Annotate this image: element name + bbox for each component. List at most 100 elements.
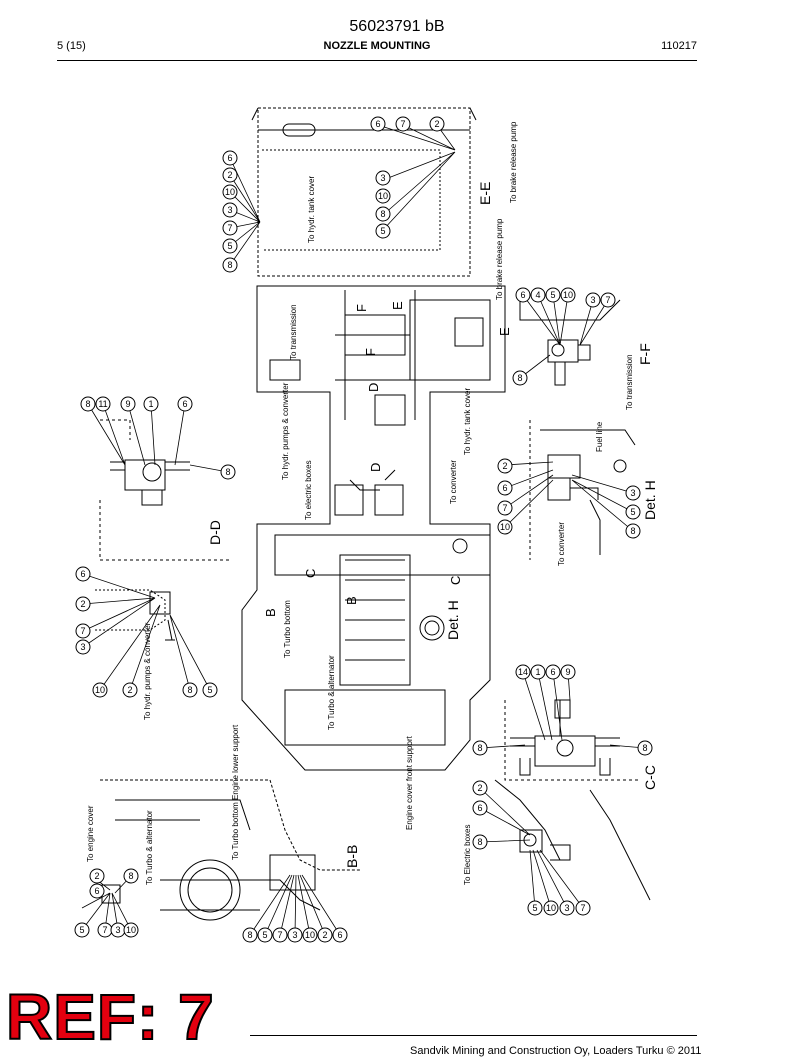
balloon: 7 <box>227 223 232 233</box>
balloon: 1 <box>148 399 153 409</box>
annotation-label: To Turbo & alternator <box>145 810 154 885</box>
balloon: 2 <box>80 599 85 609</box>
balloon: 2 <box>477 783 482 793</box>
balloon: 5 <box>630 507 635 517</box>
balloon: 5 <box>380 226 385 236</box>
balloon: 3 <box>292 930 297 940</box>
balloon: 5 <box>79 925 84 935</box>
balloon: 3 <box>590 295 595 305</box>
balloon: 6 <box>94 886 99 896</box>
balloon: 8 <box>477 837 482 847</box>
annotation-label: To Turbo bottom <box>283 600 292 658</box>
section-mark: C <box>303 569 318 578</box>
view-title: Det. H <box>642 480 658 520</box>
view-title: E-E <box>477 182 493 205</box>
balloon: 6 <box>227 153 232 163</box>
balloon-group-dd: 8 11 9 1 6 8 <box>80 396 236 480</box>
balloon: 8 <box>380 209 385 219</box>
balloon: 2 <box>502 461 507 471</box>
ee-tank-outline <box>257 107 471 277</box>
balloon: 5 <box>532 903 537 913</box>
balloon-group-ff: 6 4 5 10 3 7 8 <box>512 287 616 386</box>
view-title: F-F <box>637 343 653 365</box>
page-number: 5 (15) <box>57 40 86 52</box>
balloon: 3 <box>115 925 120 935</box>
balloon-group-efs: 2 6 8 5 10 3 7 <box>472 780 591 916</box>
balloon: 9 <box>125 399 130 409</box>
balloon: 6 <box>80 569 85 579</box>
balloon: 10 <box>305 930 315 940</box>
balloon: 5 <box>227 241 232 251</box>
turbo-circle <box>179 859 241 921</box>
balloon: 10 <box>500 522 510 532</box>
balloon: 5 <box>550 290 555 300</box>
balloon: 7 <box>502 503 507 513</box>
section-mark: D <box>366 383 381 392</box>
section-mark: E <box>390 301 405 310</box>
balloon-group-ee: 6 7 2 3 10 8 5 <box>370 116 445 239</box>
balloon: 10 <box>225 187 235 197</box>
balloon: 7 <box>580 903 585 913</box>
section-mark: F <box>354 304 369 312</box>
balloon: 8 <box>517 373 522 383</box>
balloon: 6 <box>502 483 507 493</box>
balloon: 7 <box>400 119 405 129</box>
annotation-label: To transmission <box>289 304 298 360</box>
view-title: B-B <box>344 845 360 868</box>
balloon: 8 <box>642 743 647 753</box>
annotation-label: To converter <box>449 460 458 504</box>
annotation-label: To transmission <box>625 354 634 410</box>
balloon: 8 <box>630 526 635 536</box>
balloon: 11 <box>98 399 107 409</box>
balloon-group-tank: 8 5 7 3 10 2 6 <box>222 150 238 273</box>
balloon-group-left: 6 2 7 3 10 2 8 5 <box>75 566 218 698</box>
annotation-label: To engine cover <box>86 805 95 862</box>
balloon-group-deth: 2 6 7 10 3 5 8 <box>497 458 641 539</box>
annotation-label: To electric boxes <box>304 460 313 520</box>
annotation-label: To hydr. pumps & converter <box>143 622 152 720</box>
engine-block <box>339 554 411 686</box>
balloon: 6 <box>375 119 380 129</box>
balloon: 10 <box>546 903 556 913</box>
balloon: 2 <box>322 930 327 940</box>
balloon: 1 <box>535 667 540 677</box>
annotation-label: To Turbo bottom Engine lower support <box>231 724 240 860</box>
view-title: Det. H <box>445 600 461 640</box>
section-mark: B <box>263 608 278 617</box>
balloon: 2 <box>227 170 232 180</box>
balloon-group-bb: 2 6 8 5 7 3 10 8 5 7 3 10 2 6 <box>74 868 348 943</box>
balloon: 3 <box>564 903 569 913</box>
header-rule <box>57 60 697 61</box>
annotation-label: To brake release pump <box>509 121 518 203</box>
balloon: 6 <box>182 399 187 409</box>
section-mark: F <box>363 348 378 356</box>
document-number: 56023791 bB <box>349 18 445 35</box>
balloon: 10 <box>95 685 105 695</box>
balloon: 6 <box>550 667 555 677</box>
balloon: 8 <box>225 467 230 477</box>
balloon: 7 <box>102 925 107 935</box>
balloon-group-cc: 14 1 6 9 8 8 <box>472 664 653 756</box>
balloon: 3 <box>227 205 232 215</box>
balloon: 8 <box>128 871 133 881</box>
balloon: 8 <box>85 399 90 409</box>
annotation-label: To Turbo & alternator <box>327 655 336 730</box>
annotation-label: To brake release pump <box>495 218 504 300</box>
section-mark: B <box>344 596 359 605</box>
footer-copyright: Sandvik Mining and Construction Oy, Load… <box>410 1045 702 1057</box>
balloon: 8 <box>227 260 232 270</box>
balloon: 3 <box>80 642 85 652</box>
balloon: 7 <box>277 930 282 940</box>
balloon: 6 <box>337 930 342 940</box>
balloon: 3 <box>380 173 385 183</box>
balloon: 2 <box>434 119 439 129</box>
balloon: 3 <box>630 488 635 498</box>
balloon: 6 <box>477 803 482 813</box>
balloon: 5 <box>262 930 267 940</box>
balloon: 9 <box>565 667 570 677</box>
nozzle-mounting-drawing: 6 7 2 3 10 8 5 8 5 7 3 10 2 6 6 4 5 10 3… <box>74 107 658 943</box>
balloon: 7 <box>605 295 610 305</box>
page-title: NOZZLE MOUNTING <box>323 40 431 52</box>
balloon: 8 <box>477 743 482 753</box>
balloon: 8 <box>187 685 192 695</box>
